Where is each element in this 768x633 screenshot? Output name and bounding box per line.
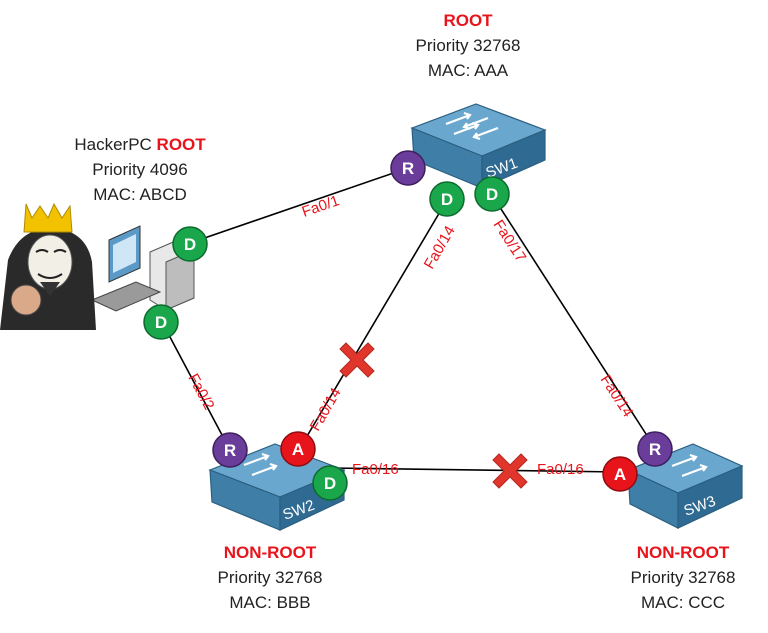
designated-port-badge-sw1-a: D xyxy=(429,181,465,217)
switch-icon-sw1: SW1 xyxy=(410,103,547,189)
svg-text:R: R xyxy=(649,440,661,459)
link-sw1-sw2 xyxy=(299,199,448,449)
blocked-x-icon xyxy=(339,342,375,378)
switch-icon-sw3: SW3 xyxy=(626,443,744,529)
svg-text:D: D xyxy=(324,474,336,493)
hacker-info: HackerPC ROOT Priority 4096 MAC: ABCD xyxy=(55,132,225,207)
svg-text:D: D xyxy=(441,190,453,209)
link-hacker-sw2 xyxy=(161,321,231,451)
sw1-status: ROOT xyxy=(443,11,493,30)
root-port-badge-sw1: R xyxy=(390,150,426,186)
sw3-mac: MAC: CCC xyxy=(640,593,726,612)
designated-port-badge-hacker-a: D xyxy=(172,226,208,262)
alternate-port-badge-sw2: A xyxy=(280,431,316,467)
link-sw1-hacker xyxy=(189,167,409,244)
sw3-status: NON-ROOT xyxy=(636,543,730,562)
sw2-status: NON-ROOT xyxy=(223,543,317,562)
hacker-title: HackerPC ROOT xyxy=(55,132,225,157)
svg-text:D: D xyxy=(184,235,196,254)
designated-port-badge-hacker-b: D xyxy=(143,304,179,340)
alternate-port-badge-sw3: A xyxy=(602,456,638,492)
designated-port-badge-sw1-b: D xyxy=(474,176,510,212)
port-label-hacker-fa0-2: Fa0/2 xyxy=(184,371,217,413)
port-label-sw2-fa0-14: Fa0/14 xyxy=(307,385,345,434)
sw3-priority: Priority 32768 xyxy=(630,568,736,587)
svg-text:R: R xyxy=(224,441,236,460)
sw1-mac: MAC: AAA xyxy=(427,61,509,80)
root-port-badge-sw3: R xyxy=(637,431,673,467)
sw3-info: NON-ROOT Priority 32768 MAC: CCC xyxy=(598,540,768,615)
hacker-priority: Priority 4096 xyxy=(92,160,188,179)
sw2-mac: MAC: BBB xyxy=(229,593,311,612)
root-port-badge-sw2: R xyxy=(212,432,248,468)
svg-text:D: D xyxy=(155,313,167,332)
port-label-sw3-fa0-16: Fa0/16 xyxy=(537,461,584,478)
blocked-x-icon xyxy=(492,453,528,489)
designated-port-badge-sw2: D xyxy=(312,465,348,501)
port-label-sw1-fa0-14: Fa0/14 xyxy=(421,223,459,272)
hacker-avatar-icon xyxy=(0,202,96,330)
hacker-status: ROOT xyxy=(156,135,206,154)
hacker-name: HackerPC xyxy=(74,135,152,154)
link-sw2-sw3 xyxy=(329,467,621,473)
svg-text:A: A xyxy=(614,465,626,484)
sw2-priority: Priority 32768 xyxy=(217,568,323,587)
sw1-info: ROOT Priority 32768 MAC: AAA xyxy=(378,8,558,83)
sw2-info: NON-ROOT Priority 32768 MAC: BBB xyxy=(185,540,355,615)
hacker-mac: MAC: ABCD xyxy=(93,185,187,204)
port-label-sw2-fa0-16: Fa0/16 xyxy=(352,461,399,478)
pc-icon xyxy=(90,225,195,312)
sw1-priority: Priority 32768 xyxy=(415,36,521,55)
svg-text:R: R xyxy=(402,159,414,178)
svg-text:D: D xyxy=(486,185,498,204)
port-label-sw3-fa0-14: Fa0/14 xyxy=(597,372,637,420)
svg-text:A: A xyxy=(292,440,304,459)
port-label-sw1-fa0-1: Fa0/1 xyxy=(300,192,342,221)
port-label-sw1-fa0-17: Fa0/17 xyxy=(490,217,530,265)
link-sw1-sw3 xyxy=(491,194,656,449)
